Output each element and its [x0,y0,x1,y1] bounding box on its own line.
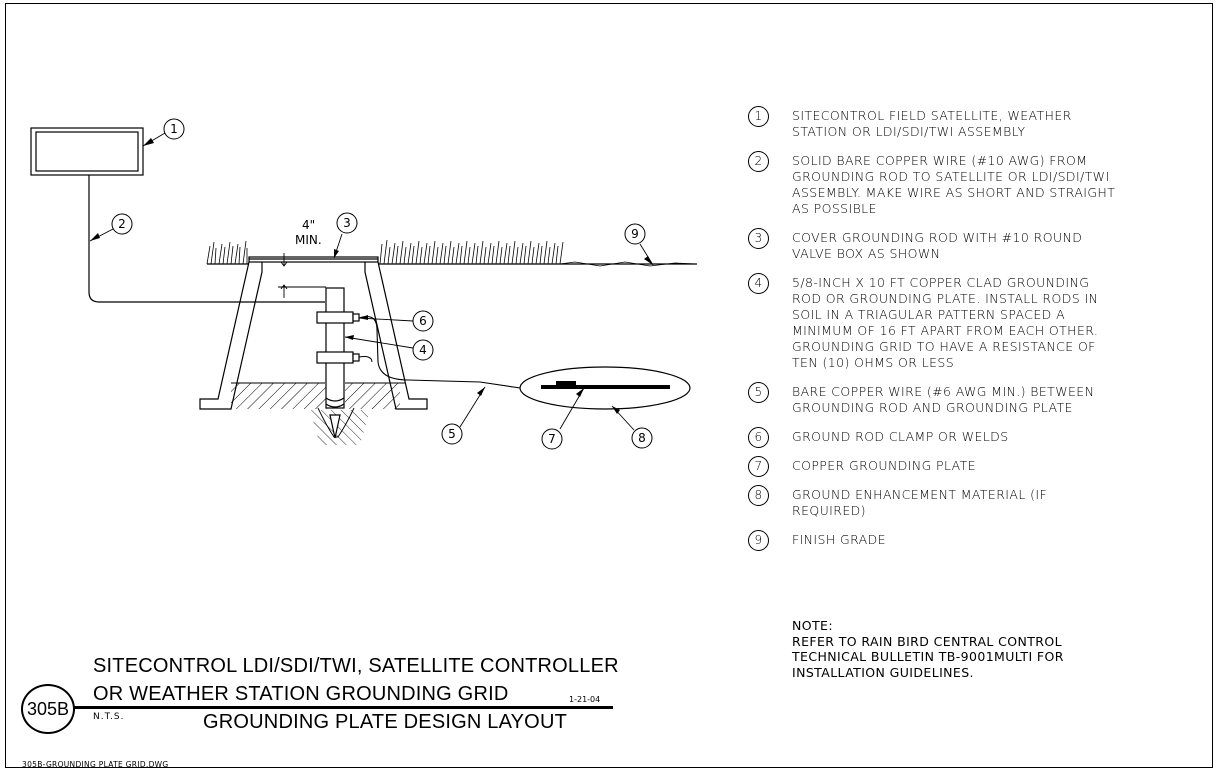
general-note: NOTE: REFER TO RAIN BIRD CENTRAL CONTROL… [792,618,1152,680]
note-2: 2 SOLID BARE COPPER WIRE (#10 AWG) FROM … [745,151,1165,217]
note-2-text: SOLID BARE COPPER WIRE (#10 AWG) FROM GR… [792,153,1116,216]
callout-2-circle [111,213,133,235]
general-note-line-1: REFER TO RAIN BIRD CENTRAL CONTROL [792,633,1062,649]
note-1: 1 SITECONTROL FIELD SATELLITE, WEATHER S… [745,106,1165,140]
satellite-enclosure [30,127,144,176]
note-7-text: COPPER GROUNDING PLATE [792,458,976,473]
note-1-text: SITECONTROL FIELD SATELLITE, WEATHER STA… [792,108,1072,139]
title-line-1: SITECONTROL LDI/SDI/TWI, SATELLITE CONTR… [93,655,619,677]
note-3: 3 COVER GROUNDING ROD WITH #10 ROUND VAL… [745,228,1165,262]
detail-id-badge: 305B [21,684,75,734]
sheet-border [5,3,1213,768]
callout-5-circle [441,423,463,445]
note-3-number: 3 [748,228,769,249]
scale-label: N.T.S. [93,712,125,722]
callout-7: 7 [548,432,556,446]
note-9: 9 FINISH GRADE [745,530,1165,551]
callout-3-circle [336,212,358,234]
general-note-line-2: TECHNICAL BULLETIN TB-9001MULTI FOR [792,649,1064,664]
note-5: 5 BARE COPPER WIRE (#6 AWG MIN.) BETWEEN… [745,382,1165,416]
callout-2: 2 [118,217,126,231]
title-line-3: GROUNDING PLATE DESIGN LAYOUT [203,711,568,733]
grass-right [379,239,564,265]
gravel-left [231,383,327,409]
callout-9: 9 [631,227,639,241]
note-4-text: 5/8-INCH X 10 FT COPPER CLAD GROUNDING R… [792,275,1099,370]
callout-3: 3 [343,216,351,230]
note-4-number: 4 [748,273,769,294]
callout-8-circle [631,427,653,449]
note-8-number: 8 [748,485,769,506]
title-line-2: OR WEATHER STATION GROUNDING GRID [93,683,509,705]
copper-plate [541,385,670,389]
callout-5: 5 [448,427,456,441]
callout-9-circle [624,223,646,245]
note-8-text: GROUND ENHANCEMENT MATERIAL (IF REQUIRED… [792,487,1048,518]
dimension-value: 4" [302,218,315,232]
note-3-text: COVER GROUNDING ROD WITH #10 ROUND VALVE… [792,230,1083,261]
note-7: 7 COPPER GROUNDING PLATE [745,456,1165,477]
note-4: 4 5/8-INCH X 10 FT COPPER CLAD GROUNDING… [745,273,1165,371]
note-7-number: 7 [748,456,769,477]
callout-6-circle [412,310,434,332]
callout-7-circle [541,428,563,450]
notes-list: 1 SITECONTROL FIELD SATELLITE, WEATHER S… [745,106,1165,561]
enhancement-material [519,366,691,410]
note-9-number: 9 [748,530,769,551]
note-5-number: 5 [748,382,769,403]
grass-left [206,240,248,265]
rod-clamps [316,311,360,364]
title-rule [70,706,613,709]
general-note-heading: NOTE: [792,618,833,633]
note-8: 8 GROUND ENHANCEMENT MATERIAL (IF REQUIR… [745,485,1165,519]
note-5-text: BARE COPPER WIRE (#6 AWG MIN.) BETWEEN G… [792,384,1095,415]
general-note-line-3: INSTALLATION GUIDELINES. [792,664,974,680]
copper-wire-10awg [88,175,325,303]
soil-below [310,410,370,445]
drawing-date: 1-21-04 [569,695,601,704]
note-2-number: 2 [748,151,769,172]
callout-1-circle [163,118,185,140]
note-9-text: FINISH GRADE [792,532,886,547]
callout-6: 6 [419,314,427,328]
dimension-4in [278,253,326,298]
file-name: 305B-GROUNDING PLATE GRID.DWG [22,760,169,769]
note-1-number: 1 [748,106,769,127]
callout-4-circle [412,339,434,361]
finish-grade-line [207,258,697,265]
note-6: 6 GROUND ROD CLAMP OR WELDS [745,427,1165,448]
arrowheads [90,138,653,414]
gravel-right [345,383,400,409]
note-6-number: 6 [748,427,769,448]
callout-8: 8 [638,431,646,445]
valve-box [199,256,428,410]
callout-1: 1 [170,122,178,136]
dimension-min: MIN. [295,233,322,247]
note-6-text: GROUND ROD CLAMP OR WELDS [792,429,1009,444]
callout-4: 4 [419,343,427,357]
